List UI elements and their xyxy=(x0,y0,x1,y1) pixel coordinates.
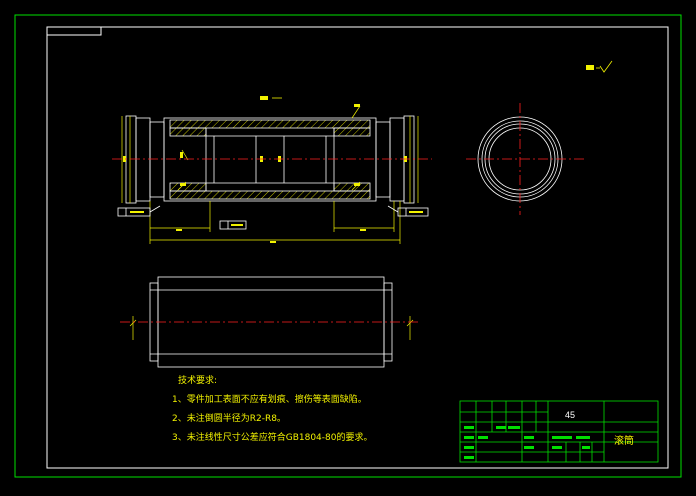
upper-wall-hatch xyxy=(169,119,371,129)
left-seat-upper-hatch xyxy=(169,127,207,137)
inner-border xyxy=(46,26,669,469)
drawing-code-box xyxy=(46,26,102,36)
technical-requirements-heading: 技术要求: xyxy=(178,376,218,386)
right-seat-upper-hatch xyxy=(333,127,371,137)
material-label: 45 xyxy=(565,410,576,420)
left-seat-lower-hatch xyxy=(169,182,207,192)
requirement-item-3: 3、未注线性尺寸公差应符合GB1804-80的要求。 xyxy=(172,433,373,443)
technical-requirements: 技术要求: 1、零件加工表面不应有划痕、擦伤等表面缺陷。 2、未注倒圆半径为R2… xyxy=(172,372,372,448)
outer-frame xyxy=(14,14,682,478)
part-name: 滚筒 xyxy=(614,436,634,447)
requirement-item-1: 1、零件加工表面不应有划痕、擦伤等表面缺陷。 xyxy=(172,395,367,405)
requirement-item-2: 2、未注倒圆半径为R2-R8。 xyxy=(172,414,286,424)
lower-wall-hatch xyxy=(169,190,371,200)
roughness-symbol xyxy=(586,60,613,73)
end-view xyxy=(466,103,586,215)
title-block xyxy=(459,400,659,463)
section-label-mark xyxy=(260,96,268,100)
section-view xyxy=(112,96,432,244)
